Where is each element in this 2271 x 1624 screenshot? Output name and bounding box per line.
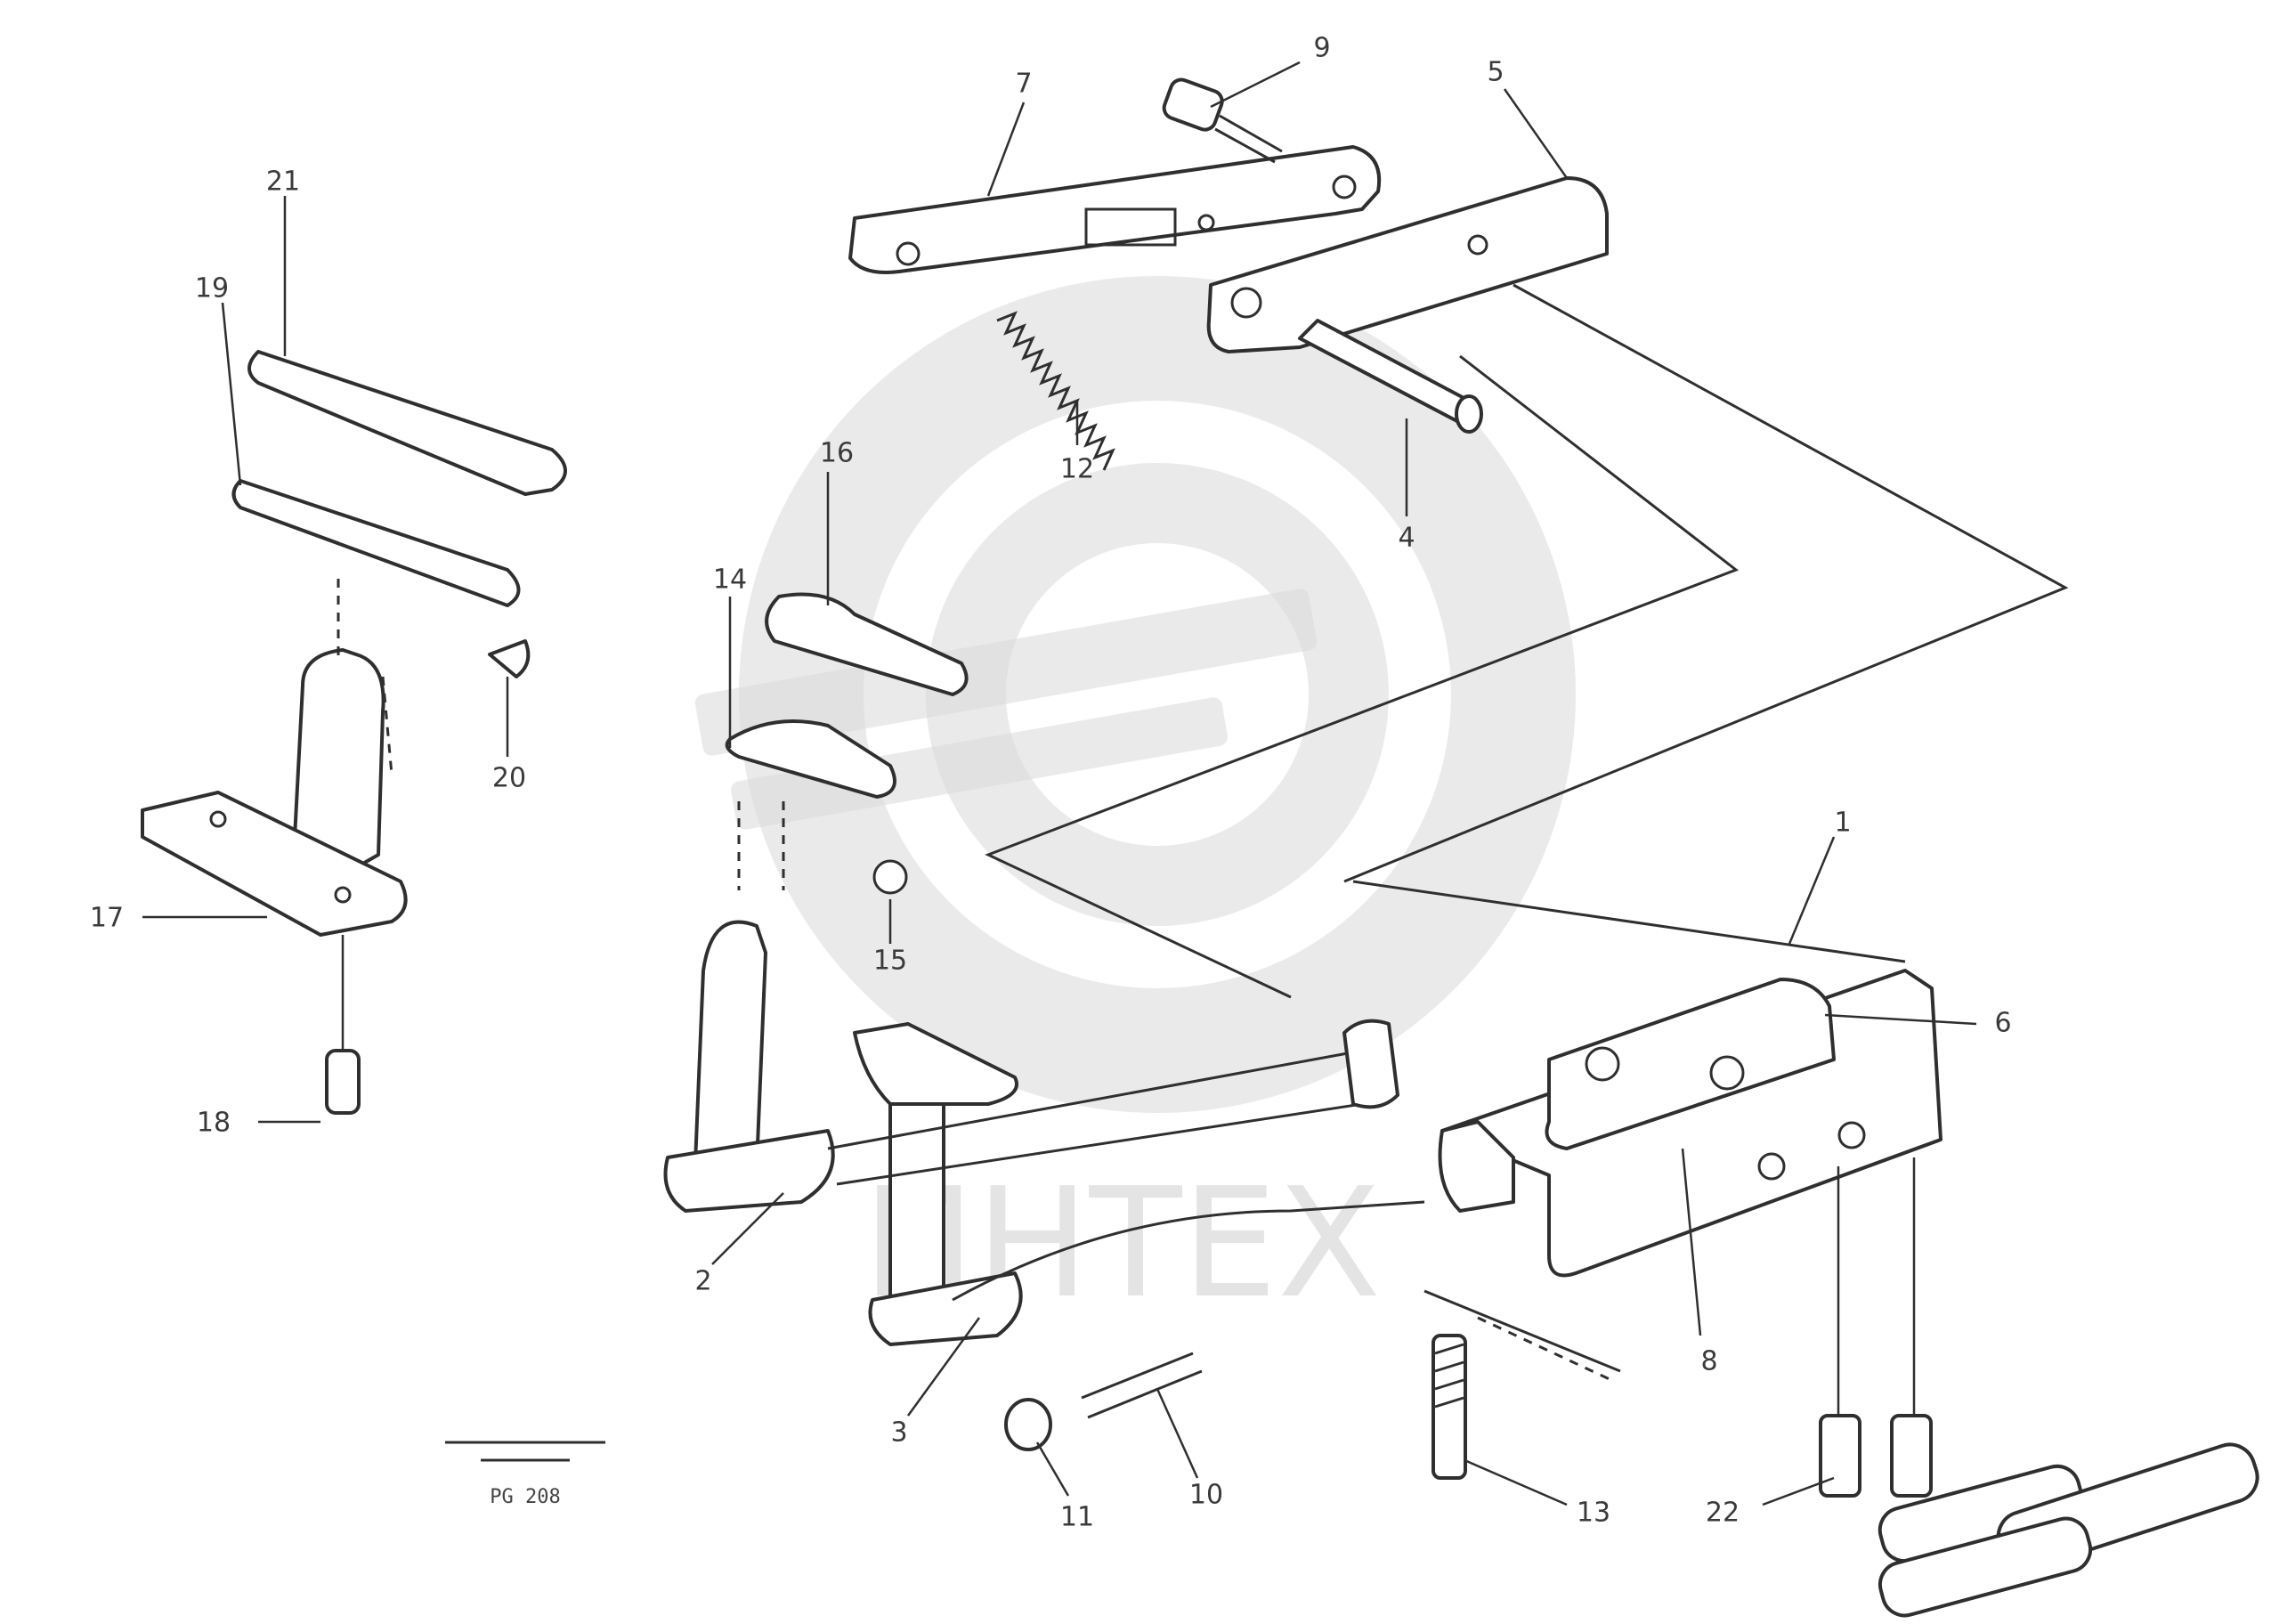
part-spring: [996, 311, 1115, 471]
callout-4: 4: [1398, 523, 1415, 554]
assembly-guide-lines: [985, 283, 2069, 1382]
callout-10: 10: [1189, 1480, 1223, 1511]
part-nut-left: [488, 639, 531, 678]
part-bolt-bottom: [1432, 1334, 1467, 1480]
callout-21: 21: [266, 166, 300, 198]
callout-22: 22: [1706, 1498, 1740, 1529]
watermark-gear-icon: [694, 276, 1576, 1113]
part-lever-left: [141, 579, 408, 937]
part-arm-upper: [848, 145, 1382, 274]
callout-2: 2: [694, 1266, 711, 1297]
callout-6: 6: [1994, 1008, 2011, 1039]
part-bolt-left: [325, 935, 361, 1115]
callout-18: 18: [197, 1108, 231, 1139]
part-housing: [1438, 969, 1943, 1278]
part-bracket: [1206, 176, 1609, 353]
callout-20: 20: [492, 763, 526, 794]
callout-1: 1: [1834, 808, 1851, 839]
drawing-ref-number: PG 208: [490, 1486, 560, 1508]
part-pedal-pad-left: [231, 350, 567, 607]
callout-14: 14: [713, 564, 747, 596]
callout-17: 17: [90, 903, 124, 934]
callout-9: 9: [1313, 33, 1330, 64]
part-lever-centre: [663, 920, 1425, 1346]
callout-7: 7: [1015, 69, 1032, 100]
callout-3: 3: [890, 1417, 907, 1449]
callout-11: 11: [1060, 1502, 1094, 1533]
part-pin: [1298, 319, 1483, 434]
callout-16: 16: [820, 438, 854, 469]
callout-leaders: [142, 61, 1977, 1506]
callout-5: 5: [1487, 57, 1504, 88]
part-bolts-right: [1819, 1157, 2259, 1618]
callout-12: 12: [1060, 454, 1094, 485]
callout-19: 19: [195, 273, 229, 304]
part-pedal-pad-centre: [725, 592, 969, 895]
callout-8: 8: [1700, 1346, 1717, 1377]
part-nut-stud: [1004, 1352, 1203, 1451]
callout-15: 15: [873, 946, 907, 977]
callout-labels: 1 2 3 4 5 6 7 8 9 10 11 12 13 14 15 16 1…: [90, 33, 2012, 1533]
callout-13: 13: [1577, 1498, 1610, 1529]
drawing-reference: PG 208: [445, 1441, 605, 1508]
part-bolt-top: [1162, 77, 1283, 164]
